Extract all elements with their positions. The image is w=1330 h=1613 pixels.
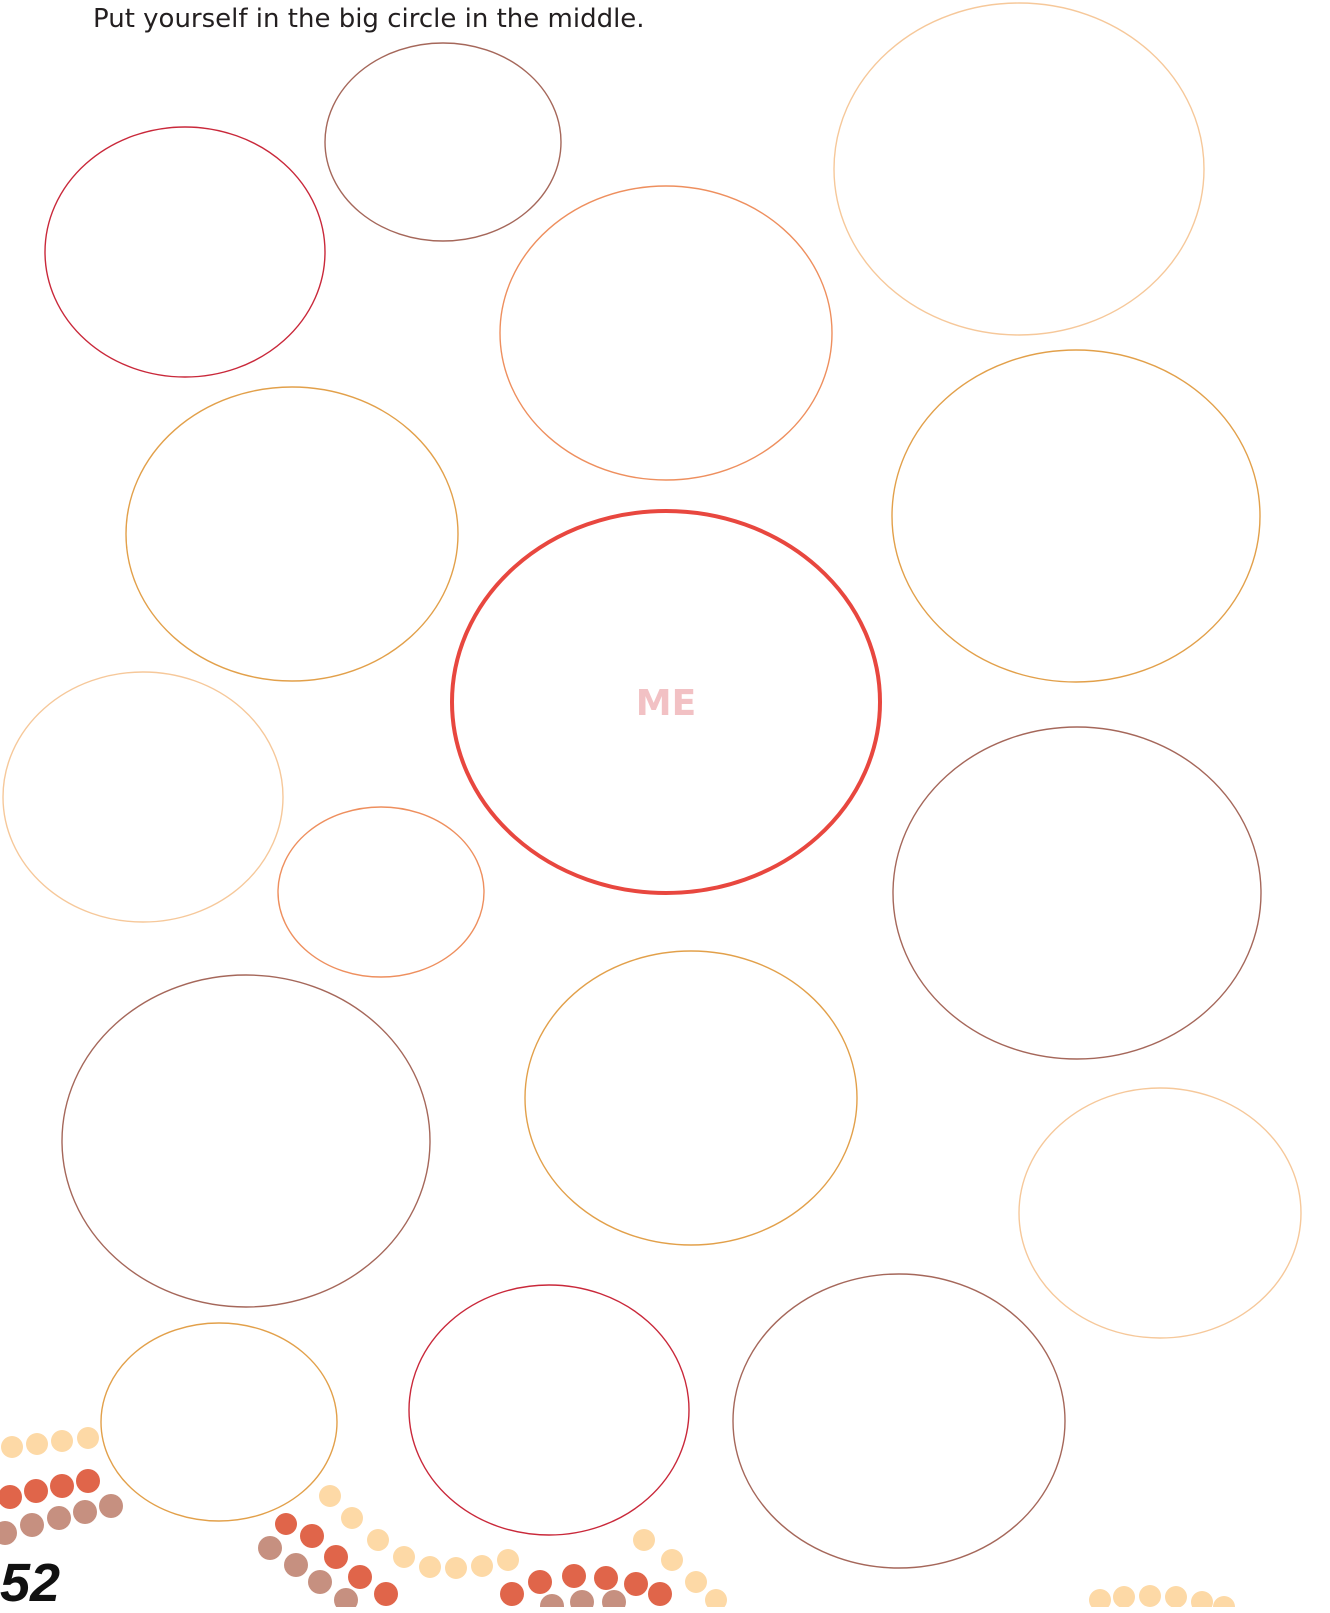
circle-bottom-left-small[interactable]: [101, 1323, 337, 1521]
circle-bottom-right[interactable]: [733, 1274, 1065, 1568]
circle-top-center[interactable]: [500, 186, 832, 480]
circle-top-left[interactable]: [45, 127, 325, 377]
circle-mid-left[interactable]: [126, 387, 458, 681]
page-number: 52: [0, 1556, 60, 1610]
circle-mid-right[interactable]: [892, 350, 1260, 682]
circle-top-right[interactable]: [834, 3, 1204, 335]
circle-bottom-center[interactable]: [525, 951, 857, 1245]
circle-bottom-right-edge[interactable]: [1019, 1088, 1301, 1338]
circle-left-small[interactable]: [278, 807, 484, 977]
decorative-dots-right: [1089, 1585, 1235, 1607]
circle-right-brown[interactable]: [893, 727, 1261, 1059]
circle-bottom-middle[interactable]: [409, 1285, 689, 1535]
circle-top-small[interactable]: [325, 43, 561, 241]
me-label: ME: [636, 683, 696, 724]
circle-bottom-left-large[interactable]: [62, 975, 430, 1307]
circle-left-edge[interactable]: [3, 672, 283, 922]
